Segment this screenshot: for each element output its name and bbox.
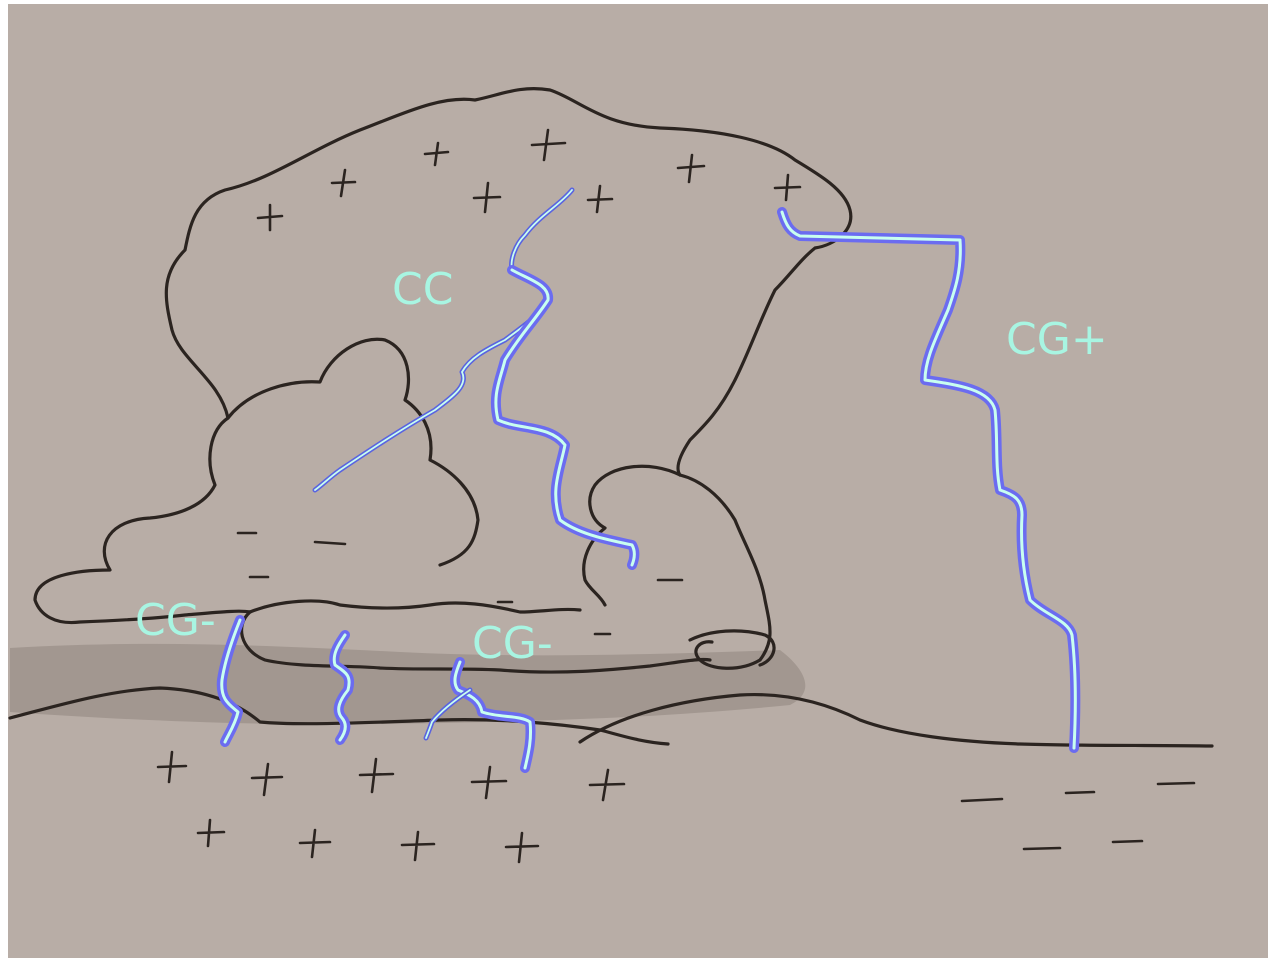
ground-line-right xyxy=(578,692,1214,748)
cloud-left-bumps xyxy=(226,337,480,567)
positive-charges-ground xyxy=(156,750,626,864)
positive-charges-upper xyxy=(256,128,802,232)
cg-plus-lightning-bolt xyxy=(777,207,1081,753)
label-cg-minus-left: CG- xyxy=(135,595,216,646)
label-cc: CC xyxy=(392,264,453,315)
ground-haze xyxy=(10,643,806,725)
paper-background xyxy=(8,4,1268,958)
cloud-base-right xyxy=(688,629,776,667)
negative-charges-cloud xyxy=(236,531,684,636)
cg-minus-center-lightning-bolt xyxy=(423,657,536,773)
cloud-base-lower xyxy=(240,610,712,674)
cloud-tower-outline xyxy=(164,87,853,477)
cg-minus-left-lightning-bolts xyxy=(216,615,355,747)
label-cg-plus: CG+ xyxy=(1006,314,1108,365)
cloud-base-left xyxy=(248,599,582,614)
negative-charges-ground xyxy=(960,781,1196,851)
cloud-left-lobe xyxy=(33,416,252,625)
cc-lightning-bolt xyxy=(312,187,640,570)
cloud-right-lobe xyxy=(678,473,772,670)
label-cg-minus-center: CG- xyxy=(472,618,553,669)
cloud-inner-right-curl xyxy=(582,464,682,607)
